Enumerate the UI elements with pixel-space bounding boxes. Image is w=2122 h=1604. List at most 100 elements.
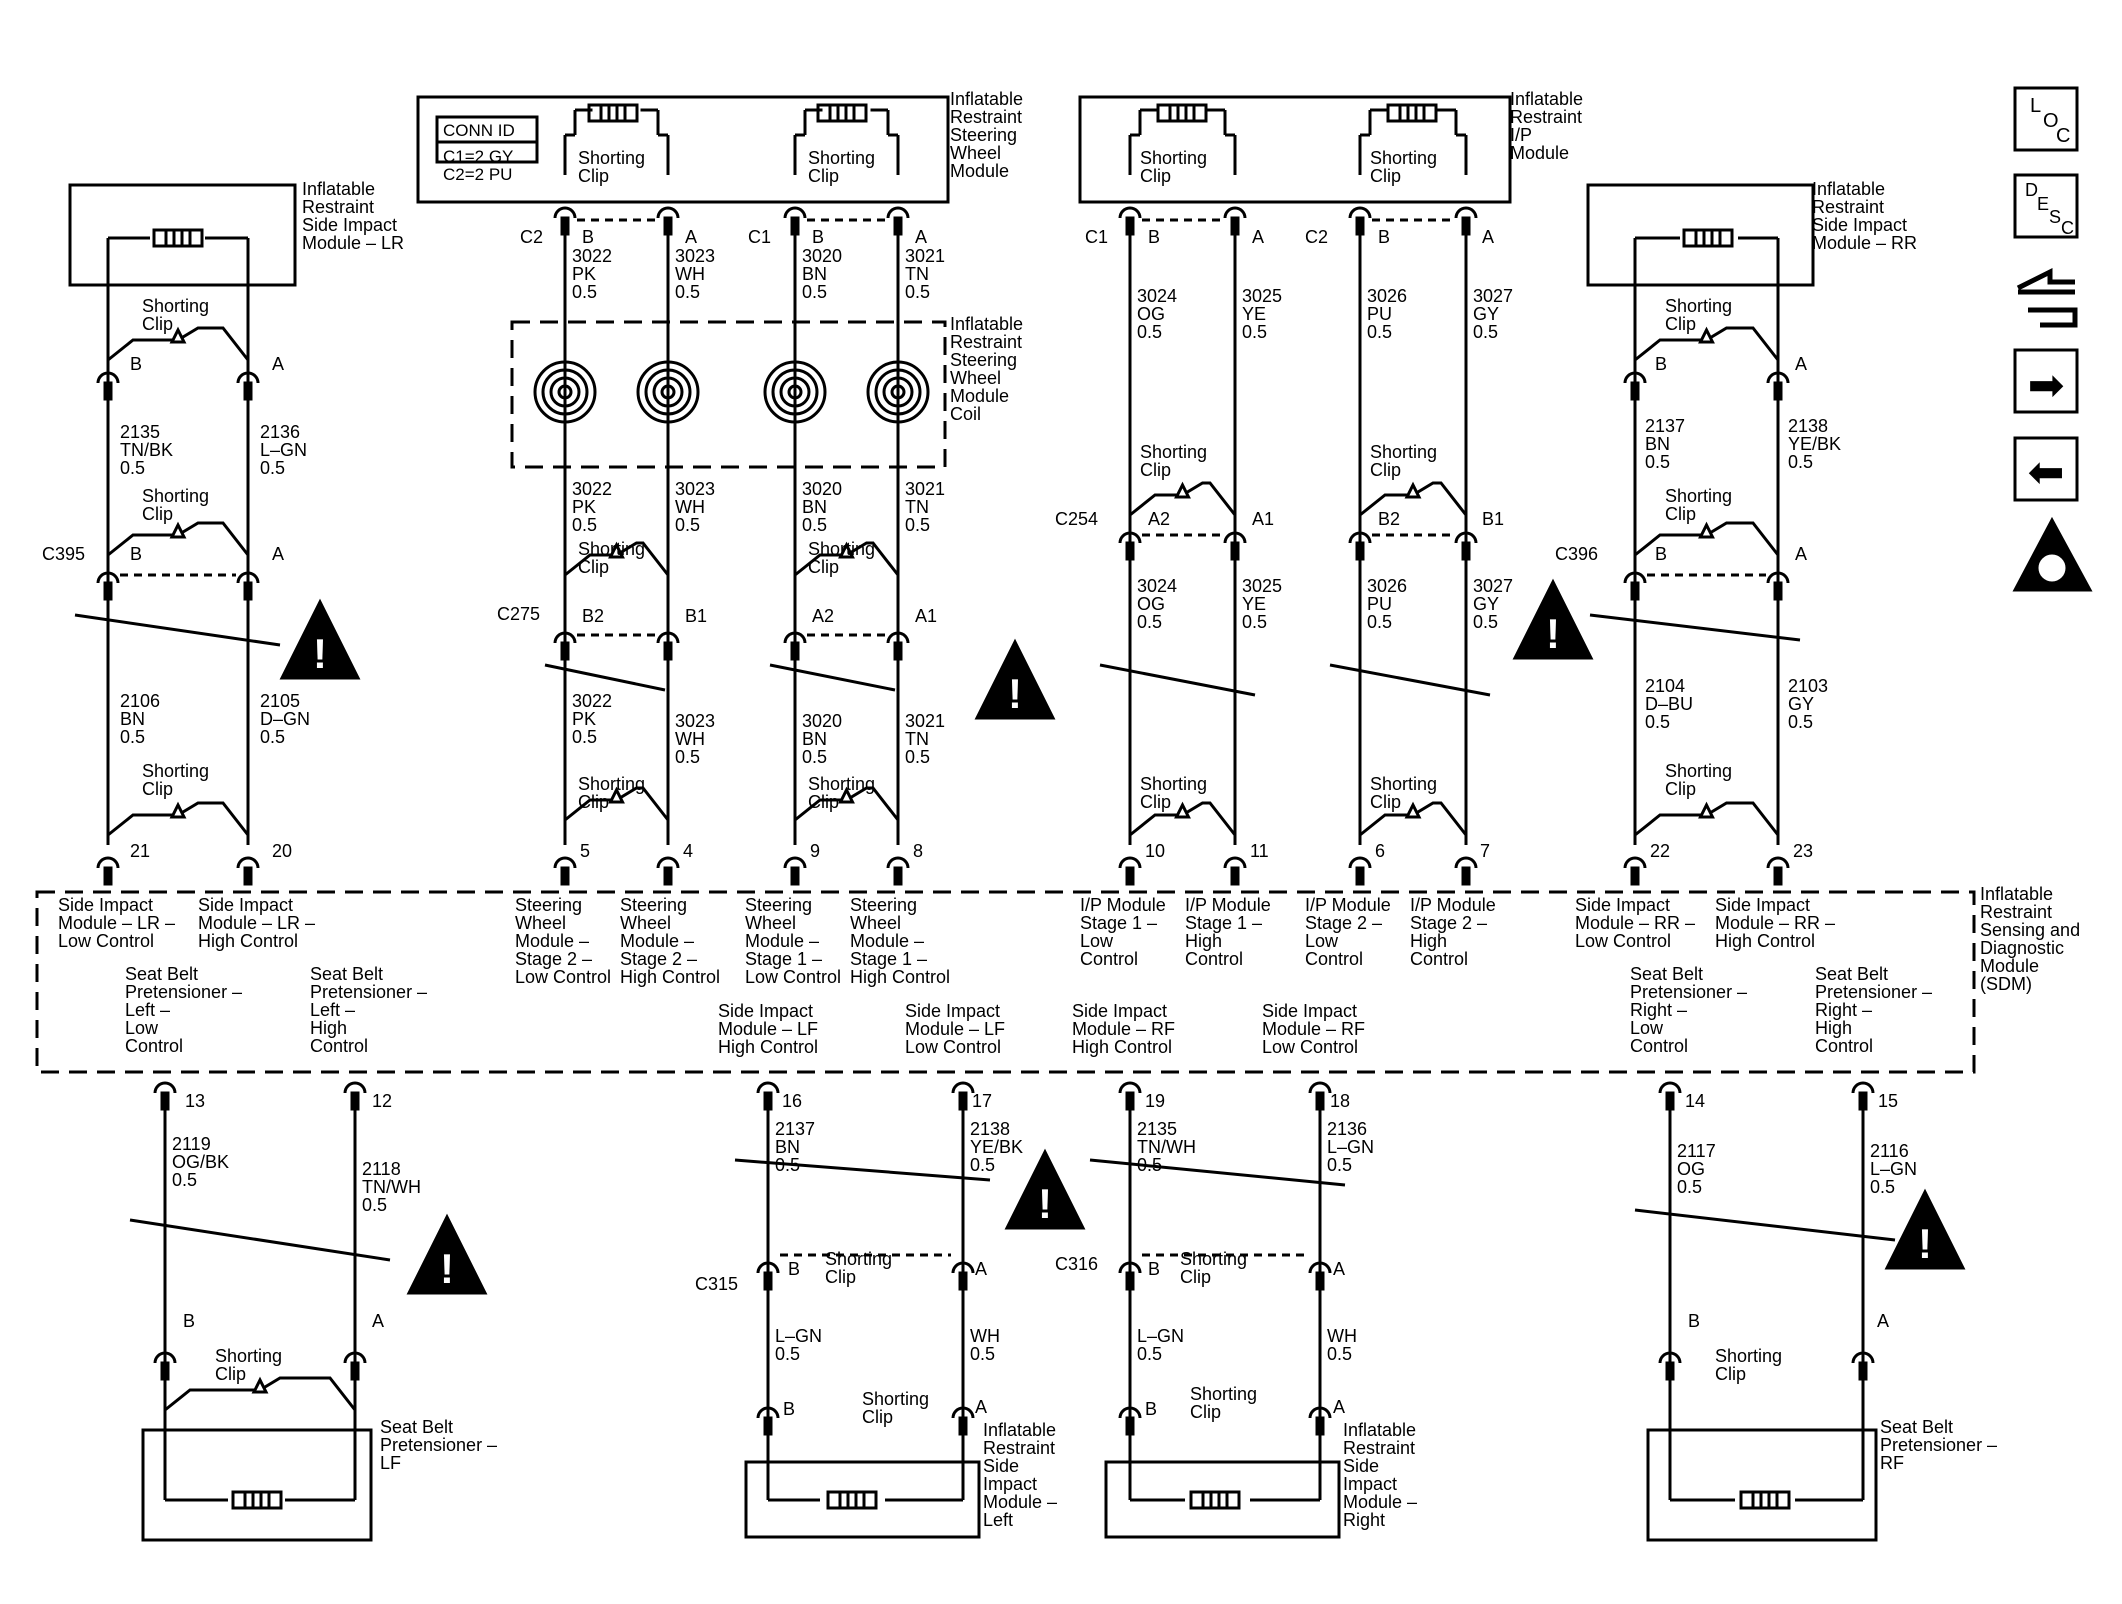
wire-label: PU — [1367, 594, 1392, 614]
sdm-pin-function-label: I/P Module — [1305, 895, 1391, 915]
wire-label: 0.5 — [1137, 1344, 1162, 1364]
squib-resistor — [1682, 228, 1734, 248]
squib-resistor — [587, 103, 639, 123]
lr-side-impact-module-label: Module – LR — [302, 233, 404, 253]
wire-label: 3020 — [802, 711, 842, 731]
wire-label: 3024 — [1137, 286, 1177, 306]
steering-wheel-module-label: Restraint — [950, 107, 1022, 127]
sdm-pin-function-label: Seat Belt — [310, 964, 383, 984]
seat-belt-pretensioner-rf-box — [1646, 1428, 1878, 1542]
shorting-clip-label: Clip — [142, 314, 173, 334]
connector-pin — [160, 1361, 170, 1381]
wire-label: 0.5 — [675, 747, 700, 767]
terminal-label: A — [1482, 227, 1494, 247]
sdm-pin-function-label: Steering — [850, 895, 917, 915]
airbag-icon — [2038, 554, 2066, 582]
connector-pin — [1461, 216, 1471, 236]
clockspring-coil-ring — [882, 376, 914, 408]
shorting-clip-label: Clip — [808, 166, 839, 186]
squib-resistor — [1156, 103, 1208, 123]
arrow-right-icon-frame[interactable] — [2013, 348, 2079, 414]
arrow-left-icon-frame[interactable] — [2013, 436, 2079, 502]
harness-break-line — [74, 613, 281, 647]
shorting-clip-label: Clip — [215, 1364, 246, 1384]
shorting-clip-contact — [251, 1376, 269, 1394]
connector-terminal — [1118, 206, 1142, 219]
squib-resistor — [816, 103, 868, 123]
ip-module-box — [1078, 95, 1512, 204]
connector-id-label: C254 — [1055, 509, 1098, 529]
arrow-right-icon[interactable] — [2013, 348, 2079, 414]
sdm-pin-function-label: Wheel — [850, 913, 901, 933]
rr-side-impact-module-label: Restraint — [1812, 197, 1884, 217]
sdm-label: Module — [1980, 956, 2039, 976]
location-icon[interactable] — [2013, 86, 2079, 152]
connector-pin — [790, 216, 800, 236]
harness-break-line — [1634, 1208, 1896, 1242]
sdm-pin-function-label: Low — [1305, 931, 1339, 951]
shorting-clip-label: Shorting — [1190, 1384, 1257, 1404]
connector-pin — [350, 1091, 360, 1111]
terminal-label: B — [788, 1259, 800, 1279]
sdm-pin-function-label: High Control — [1715, 931, 1815, 951]
ip-module-label: Restraint — [1510, 107, 1582, 127]
shorting-clip-label: Shorting — [578, 539, 645, 559]
sdm-pin-function-label: Low Control — [745, 967, 841, 987]
sdm-pin-function-label: Stage 2 – — [515, 949, 592, 969]
shorting-clip-label: Clip — [1190, 1402, 1221, 1422]
connector-terminal — [1308, 1406, 1332, 1419]
connector-pin — [103, 581, 113, 601]
arrow-right-icon: ➡ — [2028, 361, 2065, 410]
shorting-clip-label: Shorting — [142, 486, 209, 506]
wire-label: YE — [1242, 594, 1266, 614]
shorting-clip-label: Clip — [1140, 460, 1171, 480]
terminal-label: A — [272, 354, 284, 374]
connector-pin — [1230, 541, 1240, 561]
terminal-label: 7 — [1480, 841, 1490, 861]
wire-label: 0.5 — [572, 282, 597, 302]
shorting-clip-label: Clip — [1180, 1267, 1211, 1287]
terminal-label: 17 — [972, 1091, 992, 1111]
terminal-label: B — [1148, 227, 1160, 247]
shorting-clip-label: Shorting — [862, 1389, 929, 1409]
connector-pin — [1630, 381, 1640, 401]
wire-label: 0.5 — [1367, 322, 1392, 342]
terminal-label: B2 — [582, 606, 604, 626]
location-icon-frame[interactable] — [2013, 86, 2079, 152]
shorting-clip-contact — [608, 541, 625, 559]
sdm-pin-function-label: Control — [1305, 949, 1363, 969]
connector-pin — [1630, 866, 1640, 886]
connector-pin — [1461, 866, 1471, 886]
wire-label: 0.5 — [1870, 1177, 1895, 1197]
warning-icon: ! — [1038, 1180, 1052, 1227]
connector-terminal — [96, 371, 120, 384]
seat-belt-pretensioner-lf-label: LF — [380, 1453, 401, 1473]
connector-terminal — [951, 1261, 975, 1274]
wire-label: 0.5 — [905, 747, 930, 767]
location-icon: C — [2056, 125, 2070, 147]
wire-label: TN — [905, 497, 929, 517]
shorting-clip-label: Clip — [142, 504, 173, 524]
sdm-pin-function-label: Low Control — [515, 967, 611, 987]
sdm-pin-function-label: Low — [1080, 931, 1114, 951]
wire-label: 2118 — [362, 1159, 401, 1179]
wire-label: 0.5 — [802, 515, 827, 535]
wire-label: BN — [802, 264, 827, 284]
connector-terminal — [886, 631, 910, 644]
shorting-clip-label: Clip — [1370, 166, 1401, 186]
wire-label: 0.5 — [1788, 452, 1813, 472]
connector-id-label: C2 — [520, 227, 543, 247]
description-icon[interactable] — [2013, 173, 2079, 239]
connector-pin — [958, 1416, 968, 1436]
wire-label: OG — [1137, 594, 1165, 614]
sdm-box — [35, 890, 1976, 1074]
harness-break-line — [1589, 613, 1801, 642]
sdm-label: Inflatable — [1980, 884, 2053, 904]
arrow-left-icon[interactable] — [2013, 436, 2079, 502]
terminal-label: 12 — [372, 1091, 392, 1111]
description-icon-frame[interactable] — [2013, 173, 2079, 239]
terminal-label: 14 — [1685, 1091, 1705, 1111]
sdm-pin-function-label: Module – LR – — [58, 913, 175, 933]
clockspring-coil-ring — [644, 368, 692, 416]
terminal-label: 20 — [272, 841, 292, 861]
